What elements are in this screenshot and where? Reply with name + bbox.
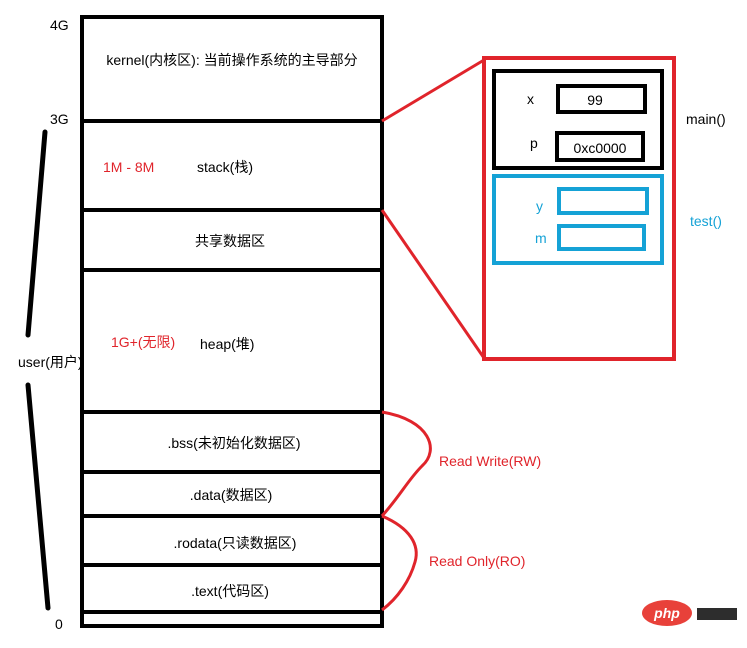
ro-brace bbox=[381, 514, 418, 612]
var-y-name: y bbox=[536, 198, 543, 214]
rw-label: Read Write(RW) bbox=[439, 453, 541, 469]
zoom-connector-top bbox=[381, 58, 485, 123]
var-m-name: m bbox=[535, 230, 547, 246]
axis-label-3g: 3G bbox=[50, 111, 69, 127]
user-bracket-upper bbox=[25, 129, 48, 338]
watermark-bar bbox=[697, 608, 737, 620]
axis-label-4g: 4G bbox=[50, 17, 69, 33]
kernel-label: kernel(内核区): 当前操作系统的主导部分 bbox=[106, 52, 357, 68]
var-y-box bbox=[557, 187, 649, 215]
bss-label: .bss(未初始化数据区) bbox=[168, 435, 301, 451]
var-m-box bbox=[557, 224, 646, 251]
var-p-box bbox=[555, 131, 645, 162]
test-frame-label: test() bbox=[690, 213, 722, 229]
user-bracket-lower bbox=[25, 382, 51, 611]
var-x-box bbox=[556, 84, 647, 114]
php-logo-text: php bbox=[653, 605, 680, 621]
var-p-name: p bbox=[530, 135, 538, 151]
shared-data-label: 共享数据区 bbox=[195, 233, 265, 249]
text-segment-label: .text(代码区) bbox=[191, 583, 269, 599]
test-frame-box bbox=[492, 174, 664, 265]
main-frame-label: main() bbox=[686, 111, 726, 127]
main-frame-box bbox=[492, 69, 664, 170]
stack-label: stack(栈) bbox=[197, 159, 253, 175]
var-x-name: x bbox=[527, 91, 534, 107]
user-label: user(用户) bbox=[18, 354, 83, 370]
stack-zoom-box bbox=[482, 56, 676, 361]
memory-column bbox=[80, 15, 384, 628]
data-label: .data(数据区) bbox=[190, 487, 272, 503]
var-x-value: 99 bbox=[587, 92, 603, 108]
rodata-label: .rodata(只读数据区) bbox=[174, 535, 297, 551]
zoom-connector-bottom bbox=[380, 209, 486, 359]
rw-brace bbox=[380, 410, 432, 518]
heap-size-label: 1G+(无限) bbox=[111, 334, 175, 350]
ro-label: Read Only(RO) bbox=[429, 553, 525, 569]
var-p-value: 0xc0000 bbox=[574, 140, 627, 156]
axis-label-0: 0 bbox=[55, 616, 63, 632]
stack-size-label: 1M - 8M bbox=[103, 159, 154, 175]
php-logo bbox=[642, 600, 692, 626]
heap-label: heap(堆) bbox=[200, 336, 254, 352]
php-watermark: php bbox=[642, 600, 737, 626]
